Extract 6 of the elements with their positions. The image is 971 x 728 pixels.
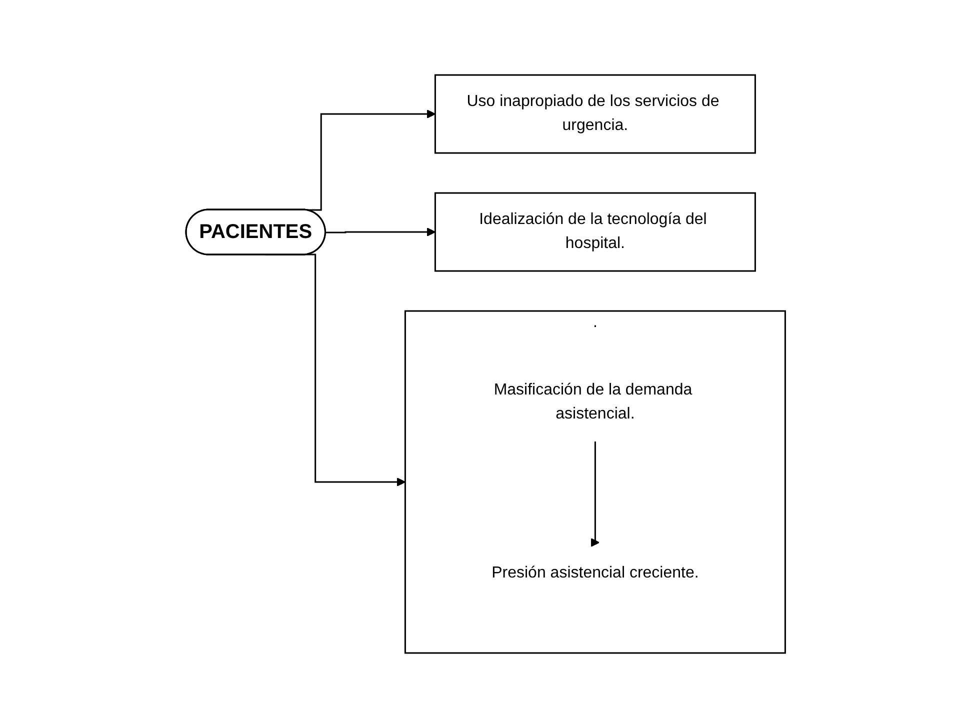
node-box: Idealización de la tecnología del hospital.	[434, 192, 756, 272]
arrow	[590, 440, 600, 547]
node-text: Presión asistencial creciente.	[491, 564, 699, 582]
arrow	[326, 228, 436, 236]
node-box: Uso inapropiado de los servicios de urgencia.	[434, 74, 756, 154]
node-text: Masificación de la demanda asistencial.	[494, 382, 692, 422]
